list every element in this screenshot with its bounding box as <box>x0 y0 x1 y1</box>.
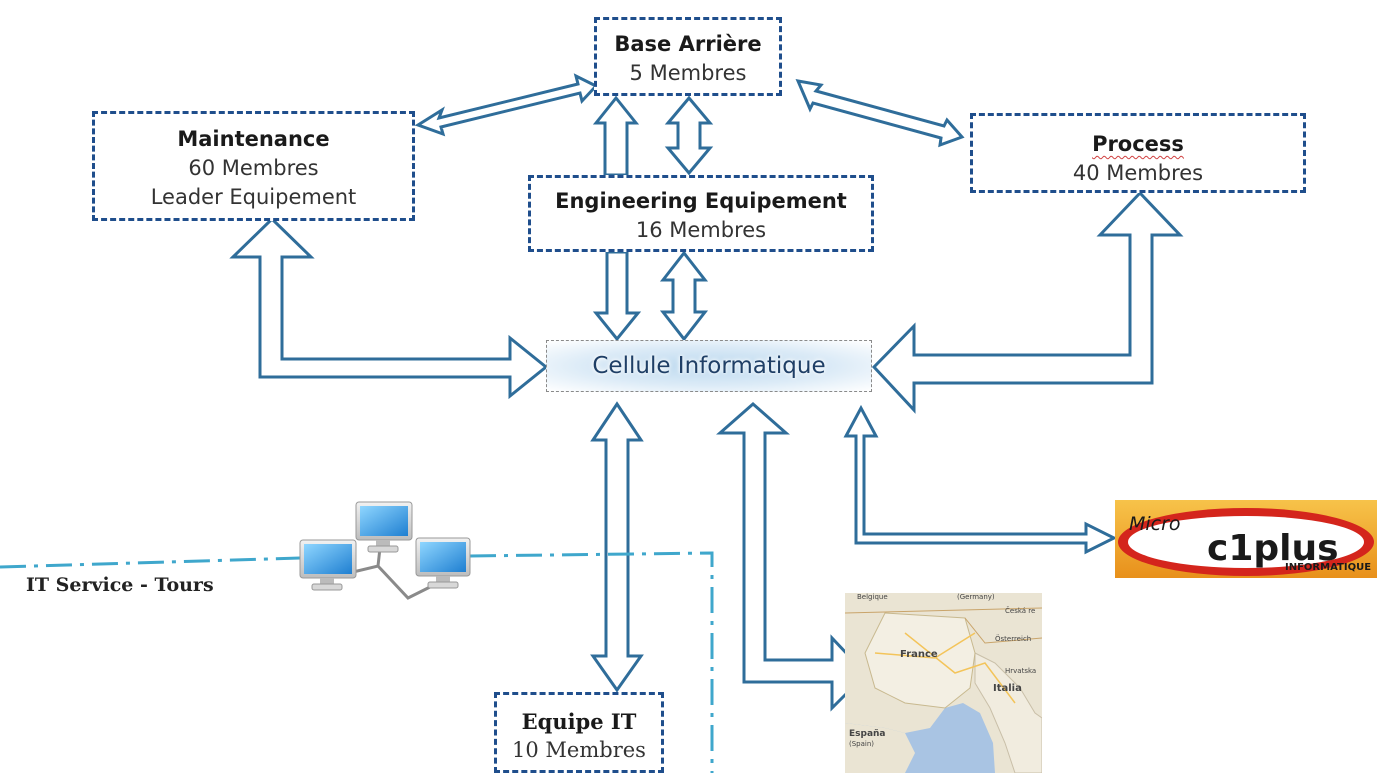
map-label-espana: España <box>849 729 886 739</box>
it-service-boundary-line <box>0 556 301 569</box>
arrow-base-process <box>795 79 965 148</box>
arrow-base-eng-double <box>664 95 714 176</box>
arrow-cellule-logo <box>843 404 1118 555</box>
map-label-hrvatska: Hrvatska <box>1005 667 1036 675</box>
map-label-france: France <box>900 649 938 660</box>
it-service-label: IT Service - Tours <box>26 574 214 596</box>
process-title: Process <box>1092 132 1184 156</box>
arrow-eng-cellule-double <box>659 250 709 342</box>
maintenance-role: Leader Equipement <box>150 185 357 209</box>
equipe-it-box: Equipe IT 10 Membres <box>494 692 664 773</box>
map-label-belgique: Belgique <box>857 593 888 601</box>
engineering-title: Engineering Equipement <box>555 189 847 213</box>
arrow-eng-cellule-down <box>592 250 642 342</box>
equipe-it-members: 10 Membres <box>512 738 646 762</box>
arrow-cellule-map <box>716 402 869 712</box>
map-label-osterreich: Österreich <box>995 634 1031 643</box>
map-label-italia: Italia <box>993 683 1022 694</box>
process-members: 40 Membres <box>1072 161 1204 185</box>
equipe-it-title: Equipe IT <box>521 709 637 734</box>
base-arriere-title: Base Arrière <box>614 32 762 56</box>
maintenance-box: Maintenance 60 Membres Leader Equipement <box>92 111 415 221</box>
maintenance-title: Maintenance <box>177 127 330 151</box>
map-label-spain: (Spain) <box>849 740 874 748</box>
map-label-germany: (Germany) <box>957 593 995 601</box>
arrow-eng-base-up <box>592 95 640 177</box>
logo-word-informatique: INFORMATIQUE <box>1285 562 1371 573</box>
maintenance-members: 60 Membres <box>188 156 319 180</box>
engineering-members: 16 Membres <box>635 218 767 242</box>
base-arriere-box: Base Arrière 5 Membres <box>594 17 782 96</box>
base-arriere-members: 5 Membres <box>629 61 747 85</box>
micro-c1plus-logo: Micro c1plus INFORMATIQUE <box>1115 500 1377 578</box>
arrow-maintenance-cellule <box>229 216 549 400</box>
it-service-boundary-line-right <box>469 551 714 773</box>
europe-map-image: Belgique (Germany) Česká re France Öster… <box>845 593 1042 773</box>
arrow-process-cellule <box>871 190 1184 414</box>
logo-word-c1plus: c1plus <box>1207 528 1339 569</box>
map-label-ceska: Česká re <box>1005 606 1035 615</box>
process-box: Process 40 Membres <box>970 113 1306 193</box>
network-computers-icon <box>299 501 471 600</box>
engineering-box: Engineering Equipement 16 Membres <box>528 175 874 252</box>
arrow-base-maintenance <box>414 73 599 137</box>
arrow-cellule-equipe <box>590 401 644 693</box>
logo-word-micro: Micro <box>1129 513 1181 535</box>
cellule-informatique-node: Cellule Informatique <box>546 340 872 392</box>
